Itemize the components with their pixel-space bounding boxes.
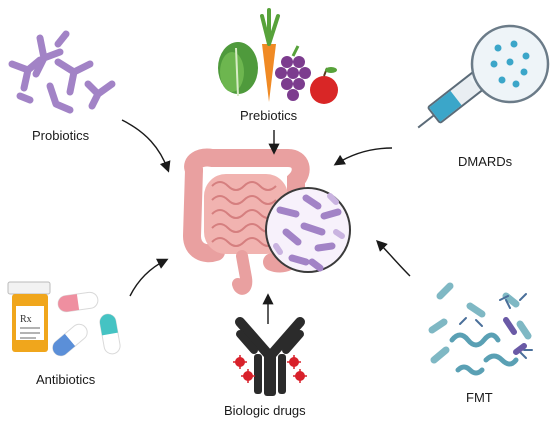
antibody-icon [233, 317, 307, 396]
arrow-antibiotics [129, 258, 169, 297]
label-probiotics: Probiotics [32, 128, 90, 143]
label-prebiotics: Prebiotics [240, 108, 298, 123]
rx-label: Rx [20, 314, 32, 325]
label-fmt: FMT [466, 390, 493, 405]
arrow-probiotics [121, 119, 171, 173]
vegetables-fruit-icon [218, 8, 338, 104]
drug-particles-icon [470, 24, 550, 104]
arrow-dmards [333, 147, 393, 166]
arrows [121, 119, 411, 324]
label-dmards: DMARDs [458, 154, 513, 169]
magnified-bacteria-icon [265, 187, 351, 273]
label-antibiotics: Antibiotics [36, 372, 96, 387]
fmt-bacteria-icon [428, 282, 533, 376]
label-biologic-drugs: Biologic drugs [224, 403, 306, 418]
capsule-icon [52, 291, 121, 357]
arrow-fmt [376, 240, 411, 277]
probiotic-bacteria-icon [8, 30, 116, 114]
pill-bottle-icon: Rx [7, 281, 51, 352]
